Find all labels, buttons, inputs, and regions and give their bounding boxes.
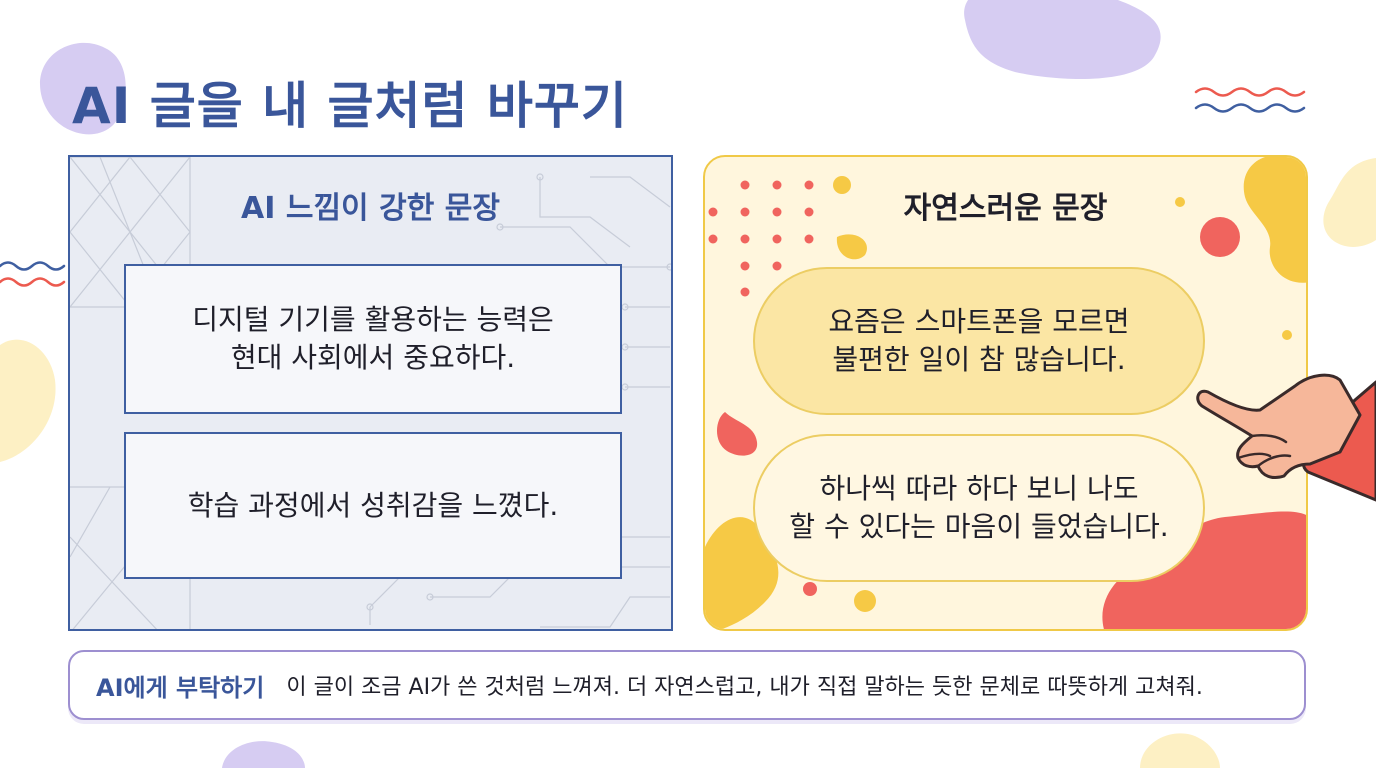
- ai-style-panel: AI 느낌이 강한 문장 디지털 기기를 활용하는 능력은 현대 사회에서 중요…: [68, 155, 673, 631]
- natural-panel-heading: 자연스러운 문장: [903, 191, 1108, 226]
- natural-sentence-bubble: 요즘은 스마트폰을 모르면 불편한 일이 참 많습니다.: [753, 267, 1205, 415]
- sentence-line: 요즘은 스마트폰을 모르면: [828, 305, 1130, 339]
- natural-sentence-bubble: 하나씩 따라 하다 보니 나도 할 수 있다는 마음이 들었습니다.: [753, 434, 1205, 582]
- page-title: AI 글을 내 글처럼 바꾸기: [72, 77, 628, 135]
- ask-label: AI에게 부탁하기: [96, 673, 265, 702]
- ai-sentence-card: 학습 과정에서 성취감을 느꼈다.: [124, 432, 622, 579]
- pointing-hand-icon: [1196, 373, 1376, 502]
- sentence-line: 디지털 기기를 활용하는 능력은: [192, 303, 554, 337]
- sentence-line: 학습 과정에서 성취감을 느꼈다.: [187, 488, 559, 522]
- sentence-line: 불편한 일이 참 많습니다.: [832, 343, 1126, 376]
- dots-and-blobs-decoration: [705, 157, 1306, 629]
- wave-decoration-icon: [0, 261, 66, 287]
- ask-prompt-text: 이 글이 조금 AI가 쓴 것처럼 느껴져. 더 자연스럽고, 내가 직접 말하…: [286, 675, 1203, 700]
- yellow-blob-right: [1323, 158, 1376, 247]
- ai-panel-heading: AI 느낌이 강한 문장: [241, 191, 500, 226]
- yellow-blob-left: [0, 339, 56, 462]
- lavender-blob-top-left: [40, 42, 126, 135]
- wave-decoration-icon: [1194, 87, 1306, 113]
- ai-sentence-card: 디지털 기기를 활용하는 능력은 현대 사회에서 중요하다.: [124, 264, 622, 414]
- ai-request-bar: AI에게 부탁하기 이 글이 조금 AI가 쓴 것처럼 느껴져. 더 자연스럽고…: [68, 650, 1306, 720]
- sentence-line: 할 수 있다는 마음이 들었습니다.: [789, 510, 1169, 543]
- lavender-blob-top-right: [964, 0, 1161, 79]
- sentence-line: 하나씩 따라 하다 보니 나도: [819, 472, 1139, 506]
- lavender-blob-bottom: [222, 741, 305, 768]
- sentence-line: 현대 사회에서 중요하다.: [230, 341, 516, 374]
- yellow-blob-bottom: [1140, 733, 1220, 768]
